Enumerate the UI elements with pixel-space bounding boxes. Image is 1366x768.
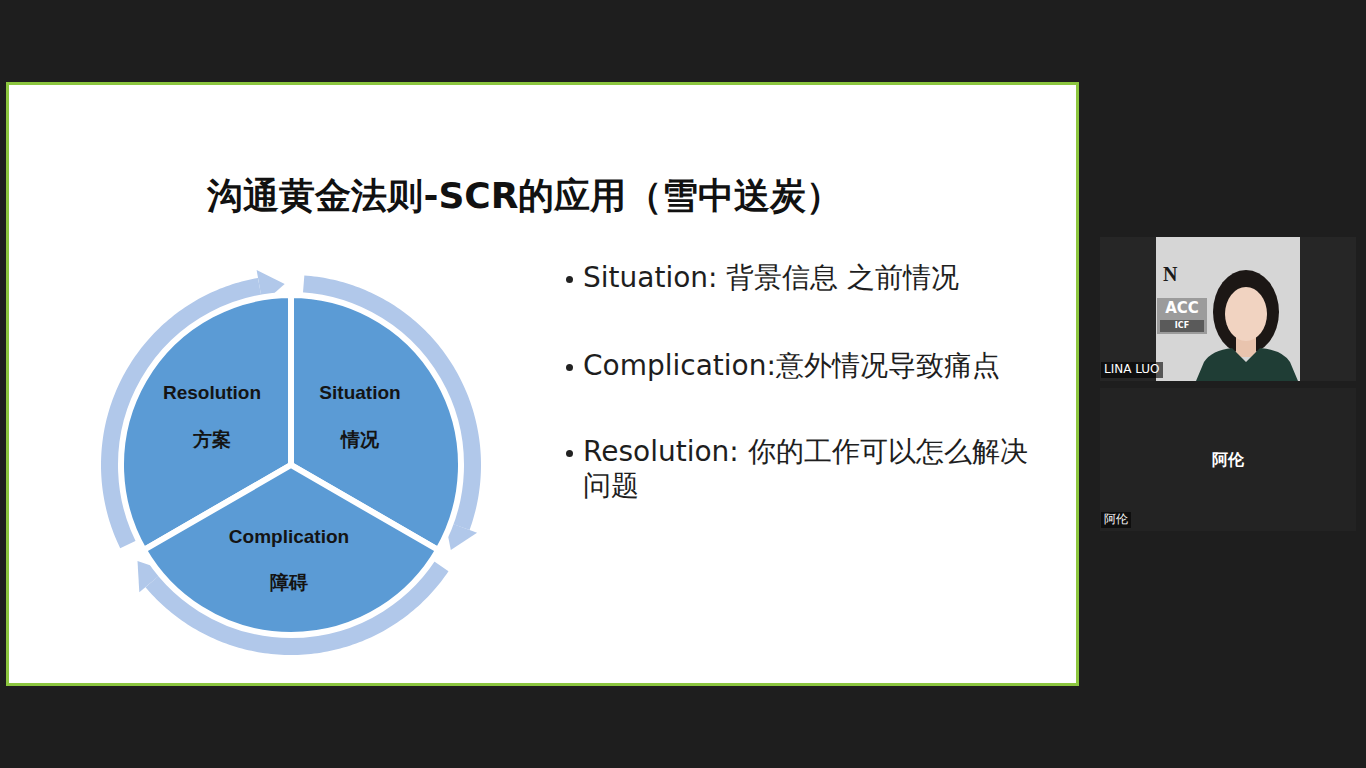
logo-letter: N	[1163, 263, 1177, 286]
video-tile	[1100, 237, 1356, 381]
bullet-dot	[566, 364, 573, 371]
face	[1225, 287, 1267, 341]
cycle-segment: Complication 障碍	[143, 465, 439, 635]
bullet-dot	[566, 276, 573, 283]
segment-heading: Complication	[229, 526, 349, 548]
badge-text: ICF	[1175, 321, 1189, 330]
segment-subtitle: 情况	[341, 427, 379, 453]
dress	[1196, 348, 1298, 381]
segment-fill	[144, 465, 438, 635]
segment-heading: Situation	[319, 382, 400, 404]
badge-bar	[1160, 320, 1204, 332]
bullet-text: Complication:意外情况导致痛点	[583, 349, 1033, 383]
segment-shape	[143, 465, 439, 635]
segment-subtitle: 方案	[193, 427, 231, 453]
participant-name: 阿伦	[1101, 512, 1131, 528]
slide-title: 沟通黄金法则-SCR的应用（雪中送炭）	[75, 174, 975, 218]
participant-name: 阿伦	[1212, 451, 1244, 469]
segment-subtitle: 障碍	[270, 570, 308, 596]
bullet-dot	[566, 450, 573, 457]
badge	[1157, 298, 1207, 334]
bullet-text: Situation: 背景信息 之前情况	[583, 261, 1033, 295]
participant-name: LINA LUO	[1101, 362, 1163, 378]
bullet-text: Resolution: 你的工作可以怎么解决问题	[583, 435, 1033, 502]
badge-text: ACC	[1165, 300, 1199, 317]
segment-heading: Resolution	[163, 382, 261, 404]
profile-photo	[1156, 237, 1300, 381]
video-tile	[1100, 388, 1356, 531]
